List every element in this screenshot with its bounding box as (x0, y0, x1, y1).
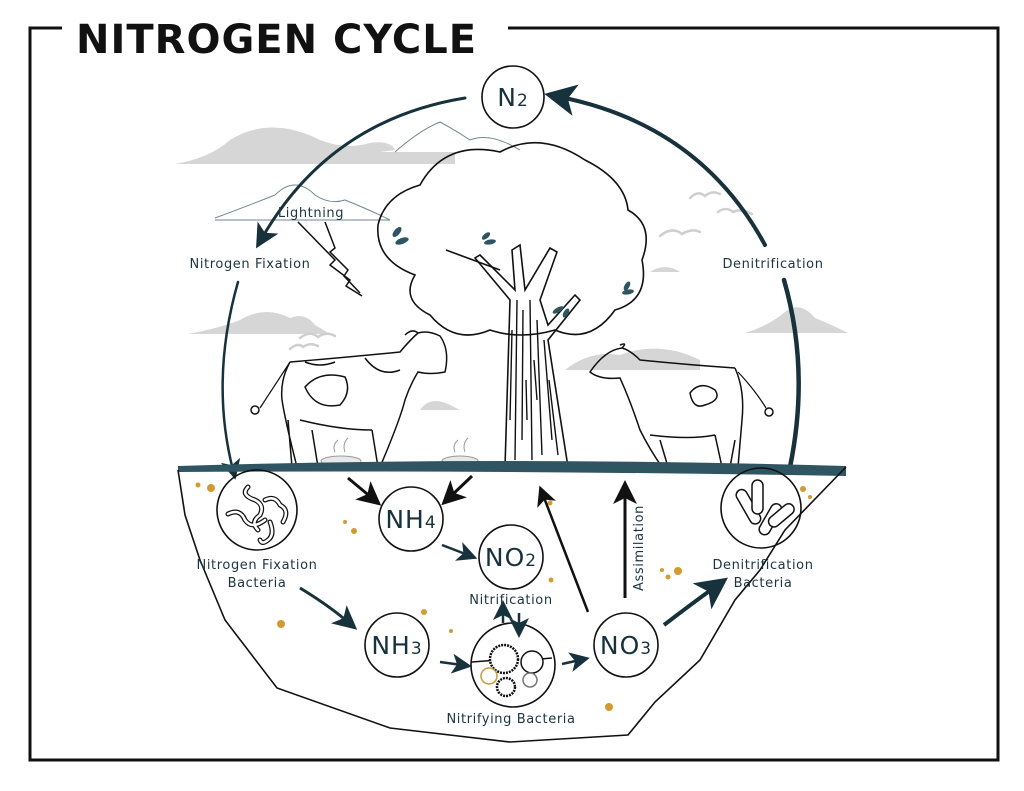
label-nitrogen-fixation-bacteria-1: Nitrogen Fixation (197, 558, 318, 573)
denitrification-bacteria-icon (720, 467, 802, 549)
svg-text:NO3: NO3 (600, 631, 652, 660)
bird-icon (298, 332, 337, 340)
node-n2: N2 (481, 65, 545, 129)
frame (28, 26, 1000, 762)
cloud-mid-left (188, 311, 330, 334)
node-nh4: NH4 (378, 486, 444, 552)
tree-bark-lines (509, 299, 559, 461)
cow-right (588, 343, 774, 468)
cycle-arrows (220, 84, 801, 480)
arc-n2-to-lightning (256, 96, 467, 249)
svg-text:NO2: NO2 (485, 543, 537, 572)
svg-text:N2: N2 (497, 83, 529, 112)
bird-icon (688, 191, 722, 200)
node-nh3: NH3 (364, 612, 430, 678)
nitrogen-fixation-bacteria-icon (216, 469, 298, 551)
label-nitrogen-fixation: Nitrogen Fixation (190, 257, 311, 272)
soil-outline (177, 466, 847, 743)
arc-denitrification-to-n2 (544, 84, 767, 247)
node-no2: NO2 (478, 524, 544, 590)
arrow-bacteria-to-nh3 (299, 586, 358, 630)
arrow-nitrifying-to-no3 (561, 652, 590, 672)
arrow-no3-to-denitrification (662, 577, 728, 627)
bird-icon (288, 343, 320, 351)
label-nitrogen-fixation-bacteria-2: Bacteria (228, 576, 287, 591)
cow-left (250, 330, 448, 468)
arrow-no3-to-tree (537, 485, 590, 613)
arrow-manure-to-nh4-left (347, 476, 382, 506)
label-assimilation: Assimilation (632, 505, 647, 591)
clouds (175, 121, 848, 410)
label-nitrification: Nitrification (469, 593, 552, 608)
arc-denitrification-lower (781, 277, 801, 470)
arrow-nh3-to-nitrifying (439, 653, 472, 674)
ground-surface (178, 461, 846, 476)
svg-text:NH4: NH4 (385, 505, 436, 534)
tree (377, 141, 647, 468)
label-denitrification: Denitrification (722, 257, 823, 272)
cloud-outline-top (394, 121, 521, 153)
soil-arrows (299, 474, 728, 674)
leaves (392, 227, 634, 318)
cloud-behind-cow-left (420, 401, 460, 410)
tree-trunk (473, 243, 582, 468)
nitrifying-bacteria-icon (470, 622, 556, 708)
birds (288, 191, 754, 351)
cloud-right (745, 307, 848, 333)
label-denitrification-bacteria-1: Denitrification (712, 558, 813, 573)
cloud-outline-lightning (214, 184, 391, 221)
label-nitrifying-bacteria: Nitrifying Bacteria (446, 712, 575, 727)
node-no3: NO3 (593, 612, 659, 678)
label-lightning: Lightning (278, 206, 344, 221)
cloud-top-left (175, 127, 455, 164)
cloud-right-small (650, 267, 680, 272)
label-denitrification-bacteria-2: Bacteria (734, 576, 793, 591)
bird-icon (658, 229, 702, 238)
page-title: NITROGEN CYCLE (76, 17, 477, 63)
svg-text:NH3: NH3 (371, 631, 422, 660)
arrow-nh4-to-no2 (441, 542, 478, 561)
tree-canopy (377, 141, 647, 336)
cloud-behind-cow-right (565, 348, 700, 370)
arc-fixation-to-soil (220, 280, 241, 480)
arrow-manure-to-nh4-right (441, 474, 474, 506)
lightning-bolt-icon (297, 221, 363, 297)
